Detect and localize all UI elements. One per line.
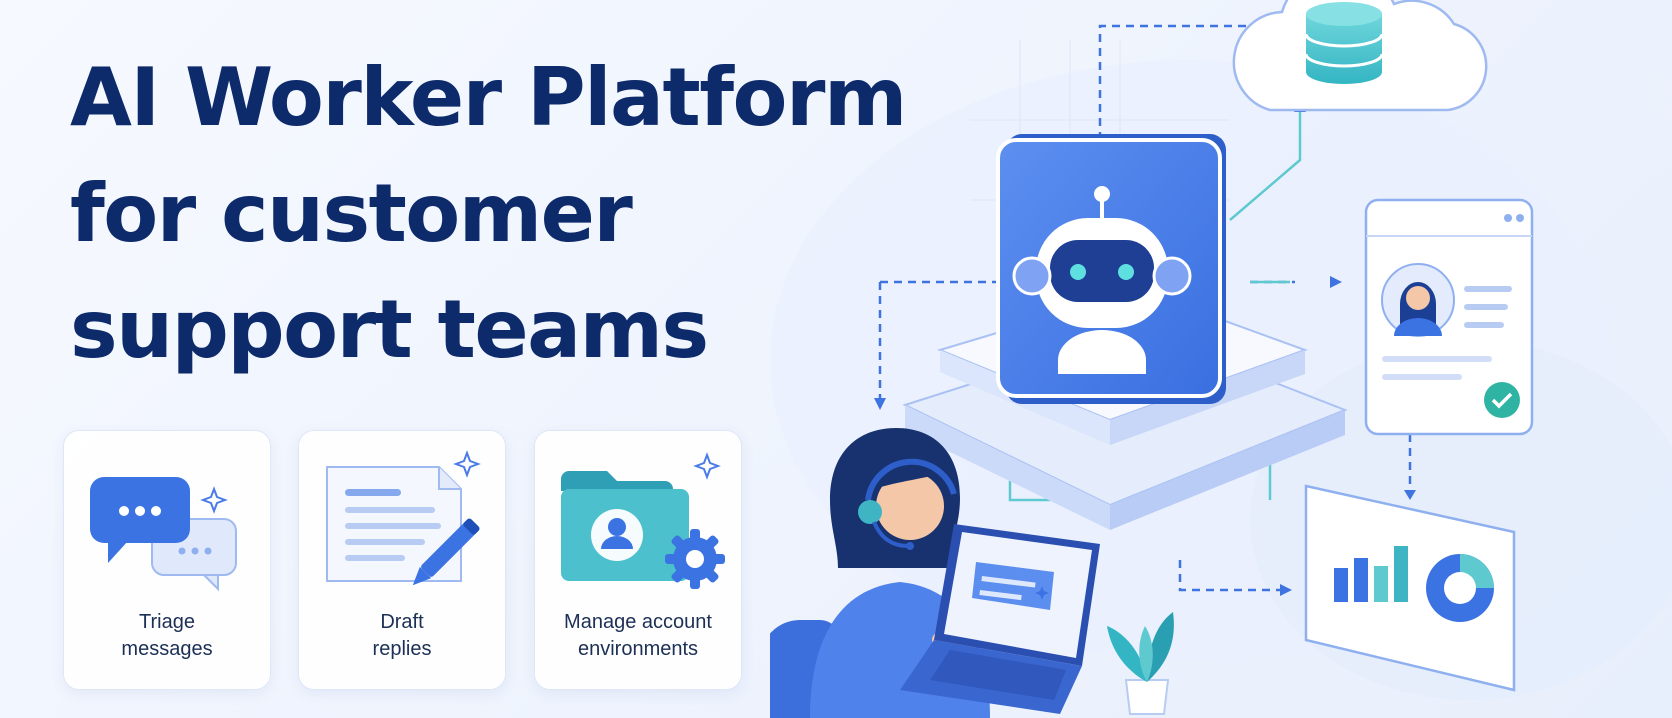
- folder-user-gear-icon: [561, 452, 725, 589]
- hero-title-line-3: support teams: [70, 283, 709, 376]
- feature-card-manage: Manage account environments: [534, 430, 742, 690]
- plant-icon: [1107, 612, 1174, 715]
- hero-title-line-1: AI Worker Platform: [70, 51, 907, 144]
- chat-bubbles-icon: [90, 477, 237, 592]
- feature-label-draft: Draft replies: [372, 611, 432, 660]
- feature-card-draft: Draft replies: [298, 430, 506, 690]
- feature-label-triage: Triage messages: [121, 611, 213, 660]
- illustration: [770, 0, 1672, 718]
- analytics-dashboard-icon: [1304, 484, 1516, 692]
- cloud-database-icon: [1232, 0, 1488, 112]
- robot-icon: [996, 134, 1226, 404]
- profile-window-icon: [1364, 198, 1534, 436]
- hero-title-line-2: for customer: [70, 167, 633, 260]
- feature-card-triage: Triage messages: [63, 430, 271, 690]
- document-pencil-icon: [326, 450, 481, 586]
- feature-label-manage: Manage account environments: [564, 611, 712, 660]
- laptop-icon: [900, 524, 1100, 714]
- hero-title: AI Worker Platform for customer support …: [70, 40, 907, 388]
